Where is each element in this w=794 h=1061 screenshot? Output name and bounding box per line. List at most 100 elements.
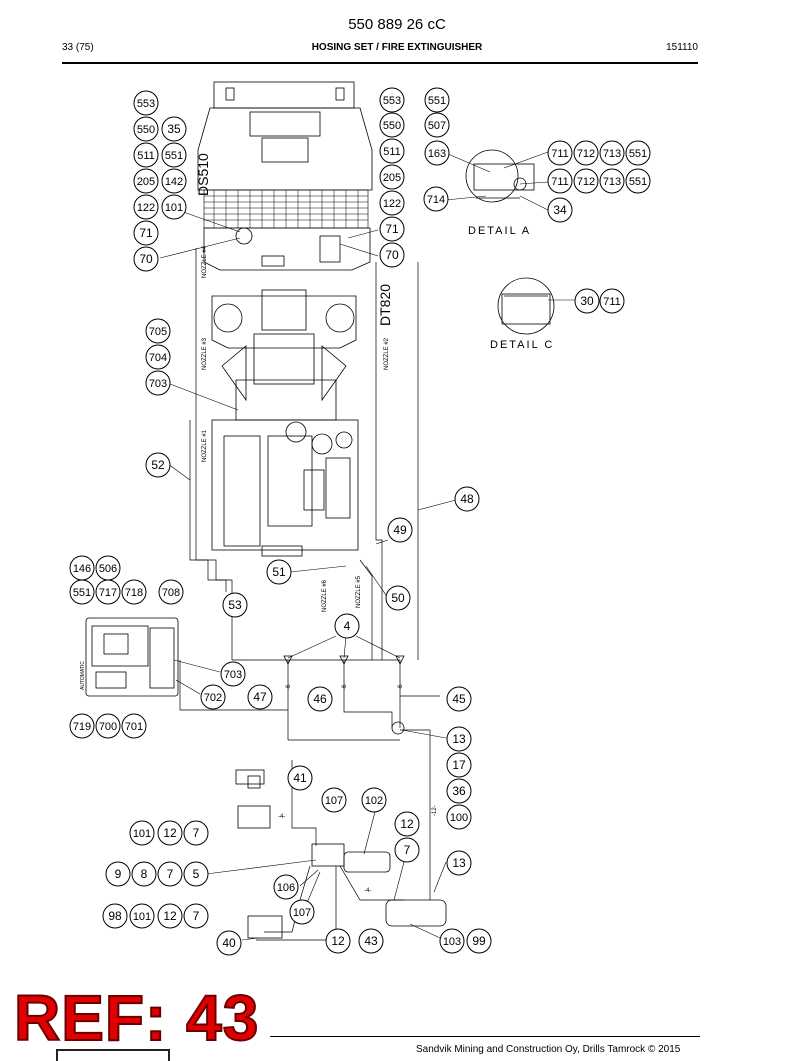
callout-bubble: 551 — [69, 579, 95, 605]
callout-bubble: 13 — [446, 850, 472, 876]
nozzle-1-label: NOZZLE #1 — [202, 429, 208, 462]
callout-bubble: 551 — [625, 168, 651, 194]
callout-circle — [145, 452, 171, 478]
hose-size-label: -6- — [398, 683, 404, 690]
callout-number: 205 — [383, 172, 401, 184]
callout-circle — [446, 752, 472, 778]
callout-number: 551 — [165, 150, 183, 162]
callout-circle — [157, 903, 183, 929]
hose-size-label: -6- — [286, 683, 292, 690]
callout-number: 12 — [400, 817, 414, 831]
nozzle-4-label: NOZZLE #4 — [202, 245, 208, 278]
callout-number: 34 — [553, 203, 567, 217]
callout-number: 701 — [125, 721, 143, 733]
page-title: HOSING SET / FIRE EXTINGUISHER — [311, 42, 483, 53]
callout-number: 553 — [137, 98, 155, 110]
callout-bubble: 43 — [358, 928, 384, 954]
callout-bubble: 7 — [183, 820, 209, 846]
callout-number: 12 — [331, 934, 345, 948]
callout-number: 714 — [427, 194, 445, 206]
callout-circle — [385, 585, 411, 611]
callout-bubble: 35 — [161, 116, 187, 142]
callout-circle — [307, 686, 333, 712]
callout-number: 507 — [428, 120, 446, 132]
detail-a-label: DETAIL A — [468, 225, 531, 237]
callout-bubble: 46 — [307, 686, 333, 712]
callout-circle — [424, 140, 450, 166]
callout-number: 703 — [149, 378, 167, 390]
callout-circle — [358, 928, 384, 954]
automatic-label: AUTOMATIC — [80, 661, 86, 690]
page-number: 33 (75) — [62, 42, 94, 53]
callout-circle — [361, 787, 387, 813]
callout-circle — [466, 928, 492, 954]
callout-number: 52 — [151, 458, 165, 472]
document-number: 550 889 26 cC — [348, 16, 446, 33]
callout-bubble: 551 — [625, 140, 651, 166]
callout-circle — [424, 87, 450, 113]
callout-bubble: 146 — [69, 555, 95, 581]
callout-bubble: 711 — [599, 288, 625, 314]
callout-number: 712 — [577, 176, 595, 188]
callout-bubble: 107 — [289, 899, 315, 925]
callout-bubble: 51 — [266, 559, 292, 585]
callout-circle — [287, 765, 313, 791]
callout-circle — [69, 713, 95, 739]
callout-circle — [145, 318, 171, 344]
callout-number: 100 — [450, 812, 468, 824]
callout-bubble: 122 — [379, 190, 405, 216]
callout-circle — [379, 190, 405, 216]
callout-bubble: 7 — [394, 837, 420, 863]
callout-bubble: 107 — [321, 787, 347, 813]
dt820-label: DT820 — [377, 284, 393, 326]
callout-number: 70 — [385, 248, 399, 262]
callout-bubble: 122 — [133, 194, 159, 220]
callout-bubble: 551 — [161, 142, 187, 168]
callout-number: 719 — [73, 721, 91, 733]
callout-circle — [574, 288, 600, 314]
callout-bubble: 142 — [161, 168, 187, 194]
callout-circle — [379, 242, 405, 268]
callout-number: 102 — [365, 795, 383, 807]
callout-number: 700 — [99, 721, 117, 733]
callout-bubble: 100 — [446, 804, 472, 830]
callout-bubble: 553 — [379, 87, 405, 113]
callout-circle — [95, 713, 121, 739]
callout-number: 7 — [167, 867, 174, 881]
callout-number: 705 — [149, 326, 167, 338]
callout-circle — [183, 903, 209, 929]
callout-circle — [95, 579, 121, 605]
callout-circle — [220, 661, 246, 687]
callout-bubble: 12 — [157, 903, 183, 929]
callout-number: 703 — [224, 669, 242, 681]
callout-circle — [625, 140, 651, 166]
callout-bubble: 7 — [157, 861, 183, 887]
callout-number: 551 — [629, 176, 647, 188]
callout-circle — [133, 220, 159, 246]
callout-number: 511 — [383, 146, 401, 158]
machine-lower-unit — [211, 419, 359, 557]
callout-number: 103 — [443, 936, 461, 948]
callout-number: 163 — [428, 148, 446, 160]
callout-circle — [547, 197, 573, 223]
callout-number: 40 — [222, 936, 236, 950]
callout-circle — [379, 164, 405, 190]
callout-number: 717 — [99, 587, 117, 599]
ref-stamp: REF: 43 — [13, 982, 260, 1054]
callout-circle — [424, 112, 450, 138]
callout-bubble: 553 — [133, 90, 159, 116]
callout-bubble: 205 — [379, 164, 405, 190]
callout-number: 71 — [139, 226, 153, 240]
callout-number: 9 — [115, 867, 122, 881]
callout-circle — [379, 138, 405, 164]
callout-bubble: 8 — [131, 861, 157, 887]
callout-circle — [157, 861, 183, 887]
callout-bubble: 713 — [599, 168, 625, 194]
callout-circle — [439, 928, 465, 954]
callout-bubble: 703 — [220, 661, 246, 687]
callout-circle — [289, 899, 315, 925]
callout-bubble: 41 — [287, 765, 313, 791]
callout-number: 13 — [452, 856, 466, 870]
detail-c-drawing — [497, 277, 555, 335]
